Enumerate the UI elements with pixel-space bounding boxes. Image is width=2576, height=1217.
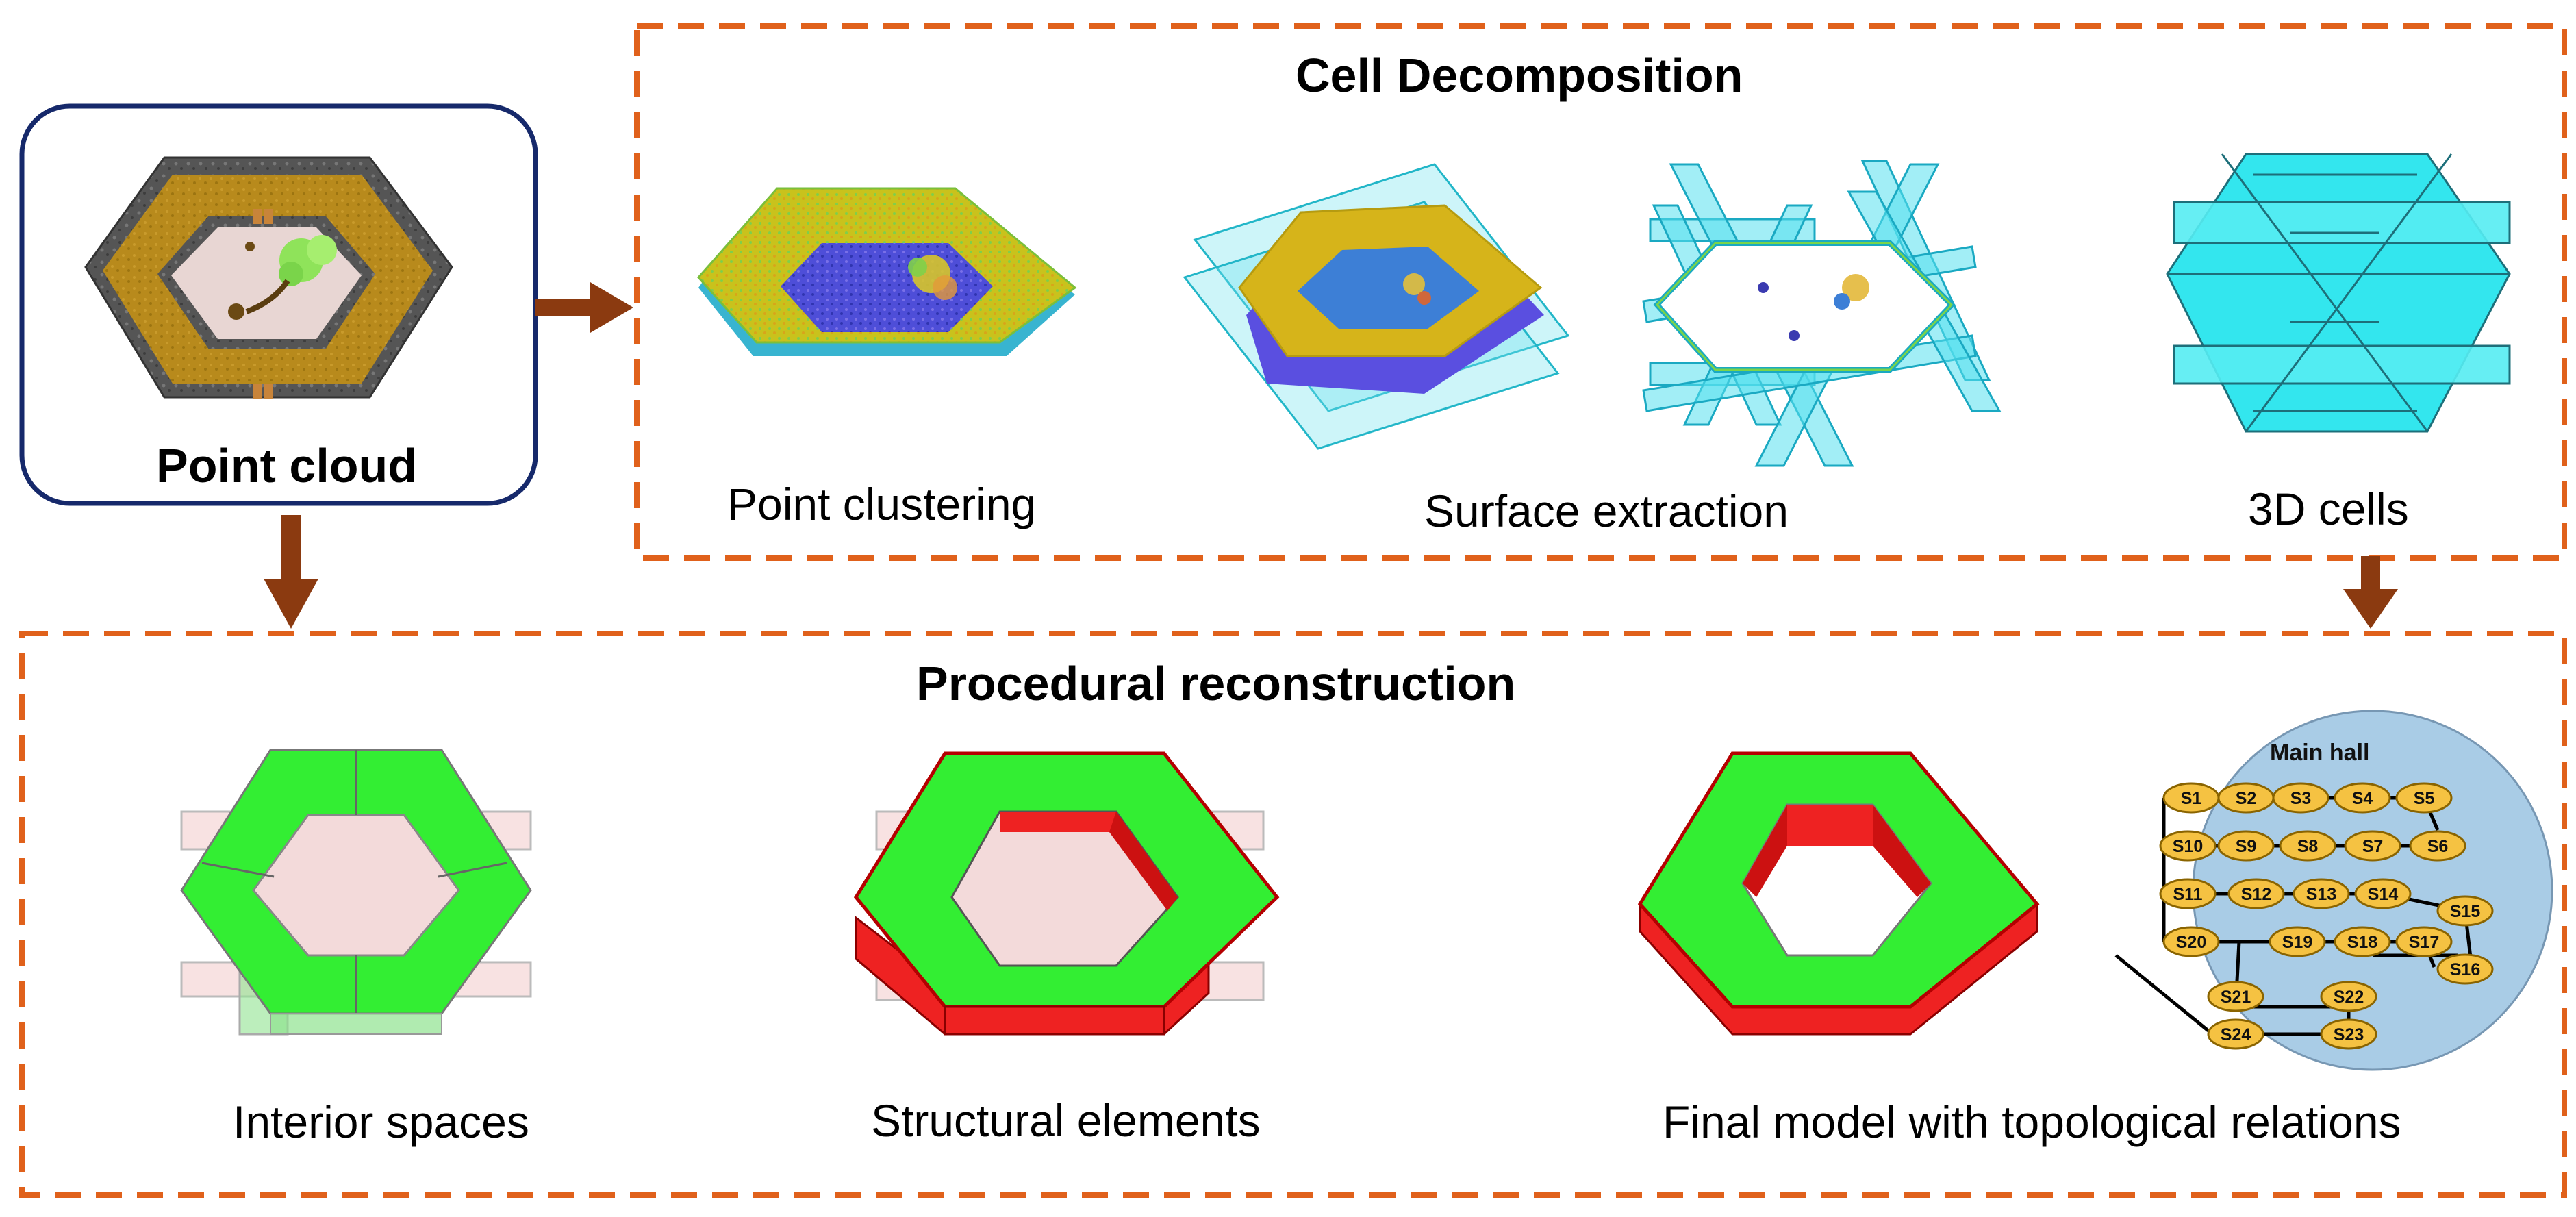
topology-node-label: S19 — [2282, 933, 2312, 952]
topology-node: S17 — [2395, 926, 2453, 957]
topology-node: S24 — [2207, 1018, 2264, 1050]
topology-node-shape — [2395, 782, 2453, 814]
topology-node-label: S20 — [2176, 933, 2206, 952]
final-model-image — [1637, 751, 2040, 1036]
topology-node-shape — [2293, 878, 2350, 909]
topology-node-shape — [2395, 926, 2453, 957]
topology-node-label: S12 — [2241, 885, 2271, 904]
point-cloud-image — [84, 156, 453, 399]
topology-node: S16 — [2436, 953, 2494, 985]
topology-node-shape — [2409, 830, 2466, 862]
topology-node-label: S17 — [2409, 933, 2439, 952]
topology-node-label: S22 — [2334, 988, 2364, 1007]
topology-node-shape — [2227, 878, 2285, 909]
topology-node: S7 — [2344, 830, 2401, 862]
topology-node: S4 — [2334, 782, 2391, 814]
topology-node: S19 — [2269, 926, 2326, 957]
topology-node-label: S4 — [2352, 789, 2373, 808]
topology-node-label: S10 — [2173, 837, 2203, 856]
topology-node-label: S7 — [2362, 837, 2384, 856]
topology-node: S3 — [2272, 782, 2329, 814]
caption-3d-cells: 3D cells — [2248, 484, 2409, 534]
3d-cells-image — [2166, 153, 2511, 433]
topology-node-shape — [2207, 981, 2264, 1012]
topology-node-label: S5 — [2414, 789, 2435, 808]
topology-node: S10 — [2159, 830, 2217, 862]
topology-node-label: S1 — [2181, 789, 2202, 808]
structural-elements-image — [853, 751, 1280, 1036]
topology-node-shape — [2344, 830, 2401, 862]
topology-node: S5 — [2395, 782, 2453, 814]
arrow-to-cell-decomposition — [535, 282, 633, 333]
topology-node: S2 — [2217, 782, 2275, 814]
topology-node-label: S2 — [2236, 789, 2257, 808]
topology-node: S9 — [2217, 830, 2275, 862]
topology-node: S14 — [2354, 878, 2412, 909]
topology-node: S12 — [2227, 878, 2285, 909]
topology-node-shape — [2159, 878, 2217, 909]
topology-node-shape — [2269, 926, 2326, 957]
topology-node: S23 — [2320, 1018, 2377, 1050]
topology-node-label: S24 — [2221, 1025, 2251, 1044]
topology-node-shape — [2159, 830, 2217, 862]
cell-decomposition-title: Cell Decomposition — [1296, 49, 1743, 102]
topology-node: S22 — [2320, 981, 2377, 1012]
caption-structural-elements: Structural elements — [871, 1095, 1261, 1146]
topology-node-label: S6 — [2427, 837, 2449, 856]
topology-node-label: S21 — [2221, 988, 2251, 1007]
cell-decomposition-frame — [634, 23, 2567, 561]
topology-node: S11 — [2159, 878, 2217, 909]
arrow-to-procedural-from-cells — [2343, 556, 2398, 629]
point-cloud-label: Point cloud — [156, 439, 418, 492]
caption-interior-spaces: Interior spaces — [233, 1096, 529, 1147]
topology-node-shape — [2354, 878, 2412, 909]
topology-node-label: S13 — [2306, 885, 2336, 904]
topology-node: S13 — [2293, 878, 2350, 909]
topology-node-label: S18 — [2347, 933, 2378, 952]
topology-node-shape — [2320, 1018, 2377, 1050]
topology-node-label: S23 — [2334, 1025, 2364, 1044]
topology-node-label: S15 — [2450, 902, 2481, 921]
procedural-reconstruction-title: Procedural reconstruction — [916, 657, 1516, 710]
topology-node-label: S8 — [2297, 837, 2319, 856]
surface-extraction-image-planes — [1183, 163, 1570, 450]
topology-node-label: S11 — [2173, 885, 2202, 904]
topology-node-shape — [2436, 953, 2494, 985]
topology-node-shape — [2436, 895, 2494, 927]
topology-node-shape — [2279, 830, 2336, 862]
topology-node: S18 — [2334, 926, 2391, 957]
topology-node-label: S3 — [2290, 789, 2312, 808]
point-clustering-image — [696, 187, 1077, 356]
arrow-to-procedural-from-point-cloud — [264, 515, 318, 629]
topology-node: S21 — [2207, 981, 2264, 1012]
topology-node-shape — [2272, 782, 2329, 814]
caption-surface-extraction: Surface extraction — [1424, 486, 1789, 536]
topology-node: S8 — [2279, 830, 2336, 862]
procedural-reconstruction-frame — [19, 631, 2567, 1198]
caption-point-clustering: Point clustering — [727, 479, 1037, 529]
topology-node-shape — [2334, 782, 2391, 814]
topology-node-shape — [2207, 1018, 2264, 1050]
topology-node-label: S16 — [2450, 960, 2480, 979]
topology-node-shape — [2217, 830, 2275, 862]
interior-spaces-image — [180, 749, 532, 1036]
topology-node-shape — [2162, 926, 2220, 957]
surface-extraction-lattice-inner — [1653, 240, 1956, 373]
topology-node: S1 — [2162, 782, 2220, 814]
topology-node-shape — [2320, 981, 2377, 1012]
topology-node-label: S9 — [2236, 837, 2257, 856]
topology-node: S20 — [2162, 926, 2220, 957]
topology-node-label: S14 — [2368, 885, 2399, 904]
topology-graph-title: Main hall — [2270, 740, 2369, 766]
topology-node: S6 — [2409, 830, 2466, 862]
topology-node: S15 — [2436, 895, 2494, 927]
topology-node-shape — [2334, 926, 2391, 957]
caption-final-model: Final model with topological relations — [1663, 1096, 2401, 1147]
